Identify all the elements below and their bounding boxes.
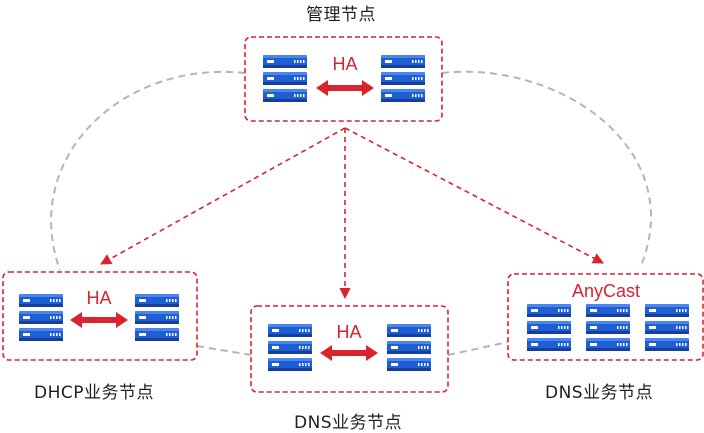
arrow-to-anycast [344, 127, 604, 264]
link-management-to-anycast [441, 70, 652, 269]
management-node-label: 管理节点 [306, 5, 376, 25]
ha-label: HA [86, 288, 111, 308]
server-stack-icon [381, 55, 425, 102]
dhcp-node-label: DHCP业务节点 [34, 383, 154, 403]
server-stack-icon [387, 324, 431, 371]
dns-center-node-label: DNS业务节点 [294, 413, 403, 433]
anycast-label: AnyCast [572, 281, 640, 301]
distribution-arrows [100, 127, 604, 300]
peer-links [50, 70, 652, 356]
link-dns-to-anycast [447, 341, 509, 356]
dhcp-node[interactable]: HA [2, 271, 198, 361]
arrow-to-dhcp [100, 127, 346, 265]
dns-anycast-node[interactable]: AnyCast [507, 273, 704, 361]
link-dhcp-to-dns [196, 345, 252, 356]
server-stack-icon [527, 304, 571, 351]
server-stack-icon [263, 55, 307, 102]
link-management-to-dhcp [50, 70, 246, 271]
dns-anycast-node-label: DNS业务节点 [545, 383, 654, 403]
management-node[interactable]: HA [244, 36, 443, 122]
dns-center-node[interactable]: HA [250, 305, 449, 393]
server-stack-icon [19, 294, 63, 341]
server-stack-icon [268, 324, 312, 371]
ha-label: HA [332, 54, 357, 74]
ha-label: HA [336, 322, 361, 342]
server-stack-icon [135, 294, 179, 341]
server-stack-icon [645, 304, 689, 351]
server-stack-icon [586, 304, 630, 351]
